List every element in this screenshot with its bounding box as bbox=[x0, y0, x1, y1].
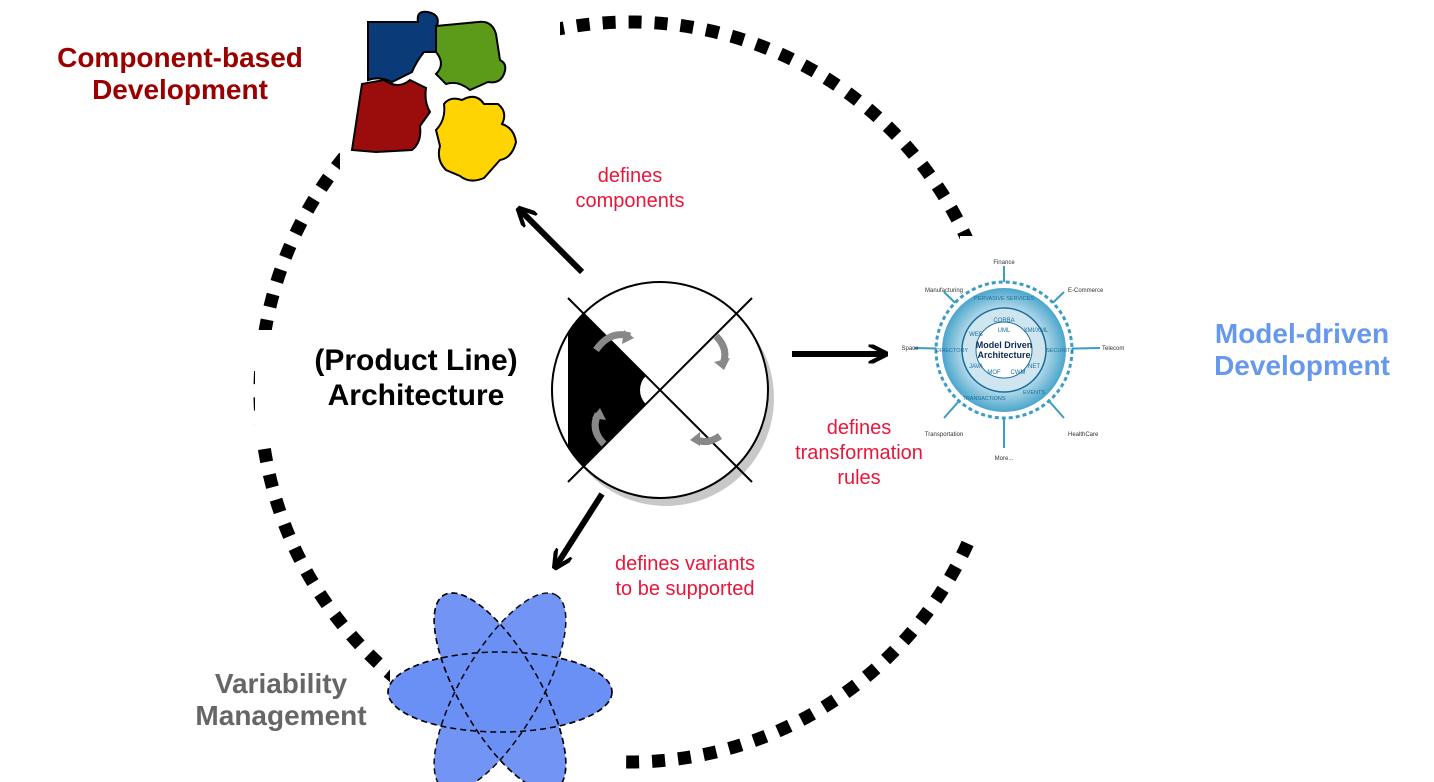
model-driven-label: Model-driven Development bbox=[1182, 318, 1422, 382]
mda-inner-term: UML bbox=[998, 328, 1011, 334]
mda-inner-term: NET bbox=[1028, 364, 1040, 370]
relation-transformation-line2: transformation bbox=[795, 442, 923, 464]
mda-inner-term: WEB bbox=[969, 332, 983, 338]
relation-components-line1: defines bbox=[597, 165, 663, 187]
mda-spoke-label: Manufacturing bbox=[925, 288, 963, 294]
relation-variants-line2: to be supported bbox=[615, 578, 755, 600]
architecture-line1: (Product Line) bbox=[314, 344, 518, 377]
mda-spoke-label: Telecom bbox=[1102, 346, 1124, 352]
arrow-to-components bbox=[520, 210, 585, 275]
atom-icon bbox=[387, 592, 613, 782]
mda-inner-term: CORBA bbox=[993, 318, 1014, 324]
relation-transformation-line1: defines bbox=[826, 417, 892, 439]
component-based-line1: Component-based bbox=[57, 42, 303, 73]
mda-inner-term: XMI/XML bbox=[1024, 328, 1049, 334]
relation-defines-variants: defines variants to be supported bbox=[590, 552, 780, 602]
mda-spoke-label: HealthCare bbox=[1068, 432, 1099, 438]
model-driven-line2: Development bbox=[1214, 350, 1390, 382]
mda-spoke-label: Transportation bbox=[925, 432, 963, 438]
relation-components-line2: components bbox=[575, 190, 685, 212]
relation-variants-line1: defines variants bbox=[614, 553, 756, 575]
component-based-line2: Development bbox=[92, 74, 268, 106]
mda-center-line1: Model Driven bbox=[976, 340, 1033, 350]
relation-transformation-line3: rules bbox=[837, 467, 881, 489]
model-driven-line1: Model-driven bbox=[1214, 318, 1390, 349]
arrow-to-variability bbox=[556, 492, 605, 566]
puzzle-icon bbox=[350, 10, 518, 182]
mda-ring-term: EVENTS bbox=[1023, 390, 1045, 396]
mda-ring-term: SECURITY bbox=[1046, 348, 1074, 354]
mda-spoke-label: More... bbox=[995, 456, 1014, 462]
architecture-wheel-icon bbox=[551, 281, 774, 506]
mda-spoke-label: Space bbox=[901, 346, 919, 352]
mda-inner-term: MOF bbox=[987, 370, 1001, 376]
relation-defines-transformation-rules: defines transformation rules bbox=[764, 416, 954, 491]
mda-spoke-label: E-Commerce bbox=[1068, 288, 1104, 294]
mda-inner-term: JAVA bbox=[969, 364, 983, 370]
variability-line2: Management bbox=[195, 700, 367, 732]
architecture-label: (Product Line) Architecture bbox=[286, 344, 546, 413]
variability-line1: Variability bbox=[214, 668, 348, 699]
mda-ring-term: DIRECTORY bbox=[936, 348, 969, 354]
mda-spoke-label: Finance bbox=[993, 260, 1015, 266]
variability-label: Variability Management bbox=[156, 668, 406, 732]
mda-center-line2: Architecture bbox=[977, 350, 1030, 360]
component-based-label: Component-based Development bbox=[20, 42, 340, 106]
mda-ring-term: PERVASIVE SERVICES bbox=[974, 296, 1034, 302]
architecture-line2: Architecture bbox=[327, 378, 505, 412]
mda-logo: Model Driven Architecture UML CORBA XMI/… bbox=[901, 260, 1124, 462]
mda-ring-term: TRANSACTIONS bbox=[962, 396, 1005, 402]
relation-defines-components: defines components bbox=[540, 164, 720, 214]
mda-inner-term: CWM bbox=[1011, 370, 1026, 376]
